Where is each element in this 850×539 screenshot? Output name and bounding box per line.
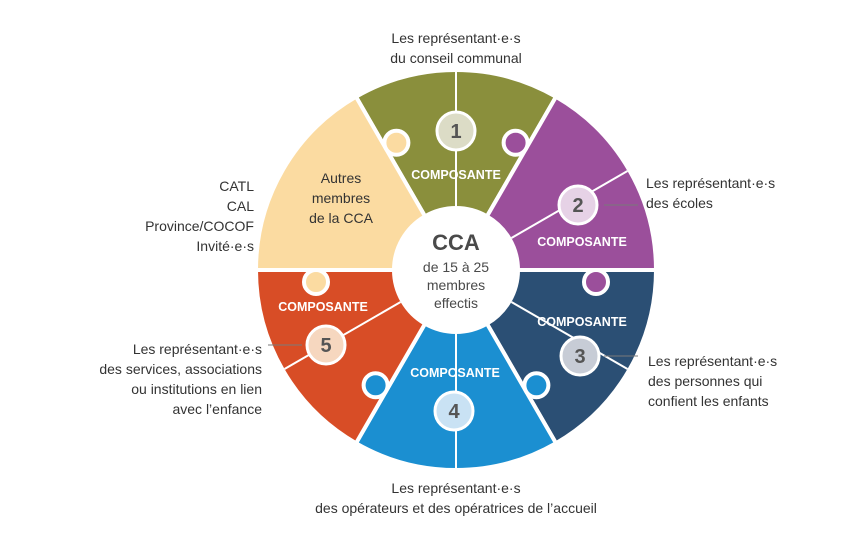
desc-5-line-3: ou institutions en lien [131, 381, 262, 397]
number-badge-2 [557, 184, 599, 226]
other-member-catl: CATL [219, 178, 254, 194]
puzzle-knob-6-into-5 [302, 268, 330, 296]
desc-5-line-2: des services, associations [99, 361, 262, 377]
composante-label-5: COMPOSANTE [278, 300, 368, 314]
puzzle-knobs [302, 128, 610, 400]
desc-2-line-1: Les représentant·e·s [646, 175, 775, 191]
puzzle-knob-6-into-1 [382, 128, 411, 157]
number-badge-1 [435, 110, 477, 152]
number-badge-4 [433, 390, 475, 432]
desc-4-line-1: Les représentant·e·s [391, 480, 520, 496]
desc-2-line-2: des écoles [646, 195, 713, 211]
other-member-province: Province/COCOF [145, 218, 254, 234]
desc-5-line-1: Les représentant·e·s [133, 341, 262, 357]
puzzle-knob-2-into-1 [501, 128, 530, 157]
number-4: 4 [448, 401, 460, 423]
desc-4-line-2: des opérateurs et des opératrices de l’a… [315, 500, 597, 516]
desc-3-line-3: confient les enfants [648, 393, 769, 409]
autres-membres-line-2: membres [312, 190, 370, 206]
center-disc [394, 208, 518, 332]
number-3: 3 [574, 346, 585, 368]
autres-membres-line-1: Autres [321, 170, 361, 186]
number-badge-3 [559, 335, 601, 377]
number-1: 1 [450, 121, 461, 143]
other-member-cal: CAL [227, 198, 254, 214]
desc-1-line-1: Les représentant·e·s [391, 30, 520, 46]
desc-5-line-4: avec l’enfance [172, 401, 262, 417]
composante-label-1: COMPOSANTE [411, 168, 501, 182]
center-subtitle-line-3: effectis [434, 295, 478, 311]
leader-lines [268, 204, 638, 357]
autres-membres-line-3: de la CCA [309, 210, 373, 226]
center-subtitle-line-2: membres [427, 277, 485, 293]
composante-label-4: COMPOSANTE [410, 366, 500, 380]
other-member-invites: Invité·e·s [196, 238, 254, 254]
center-subtitle-line-1: de 15 à 25 [423, 259, 489, 275]
number-5: 5 [320, 335, 331, 357]
number-badge-5 [305, 324, 347, 366]
composante-label-2: COMPOSANTE [537, 235, 627, 249]
center-title: CCA [432, 230, 480, 255]
composante-label-3: COMPOSANTE [537, 315, 627, 329]
puzzle-knob-4-into-3 [522, 371, 551, 400]
number-2: 2 [572, 195, 583, 217]
desc-3-line-1: Les représentant·e·s [648, 353, 777, 369]
puzzle-knob-2-into-3 [582, 268, 610, 296]
desc-1-line-2: du conseil communal [390, 50, 522, 66]
divider-3 [510, 301, 628, 370]
desc-3-line-2: des personnes qui [648, 373, 762, 389]
puzzle-knob-4-into-5 [361, 371, 390, 400]
